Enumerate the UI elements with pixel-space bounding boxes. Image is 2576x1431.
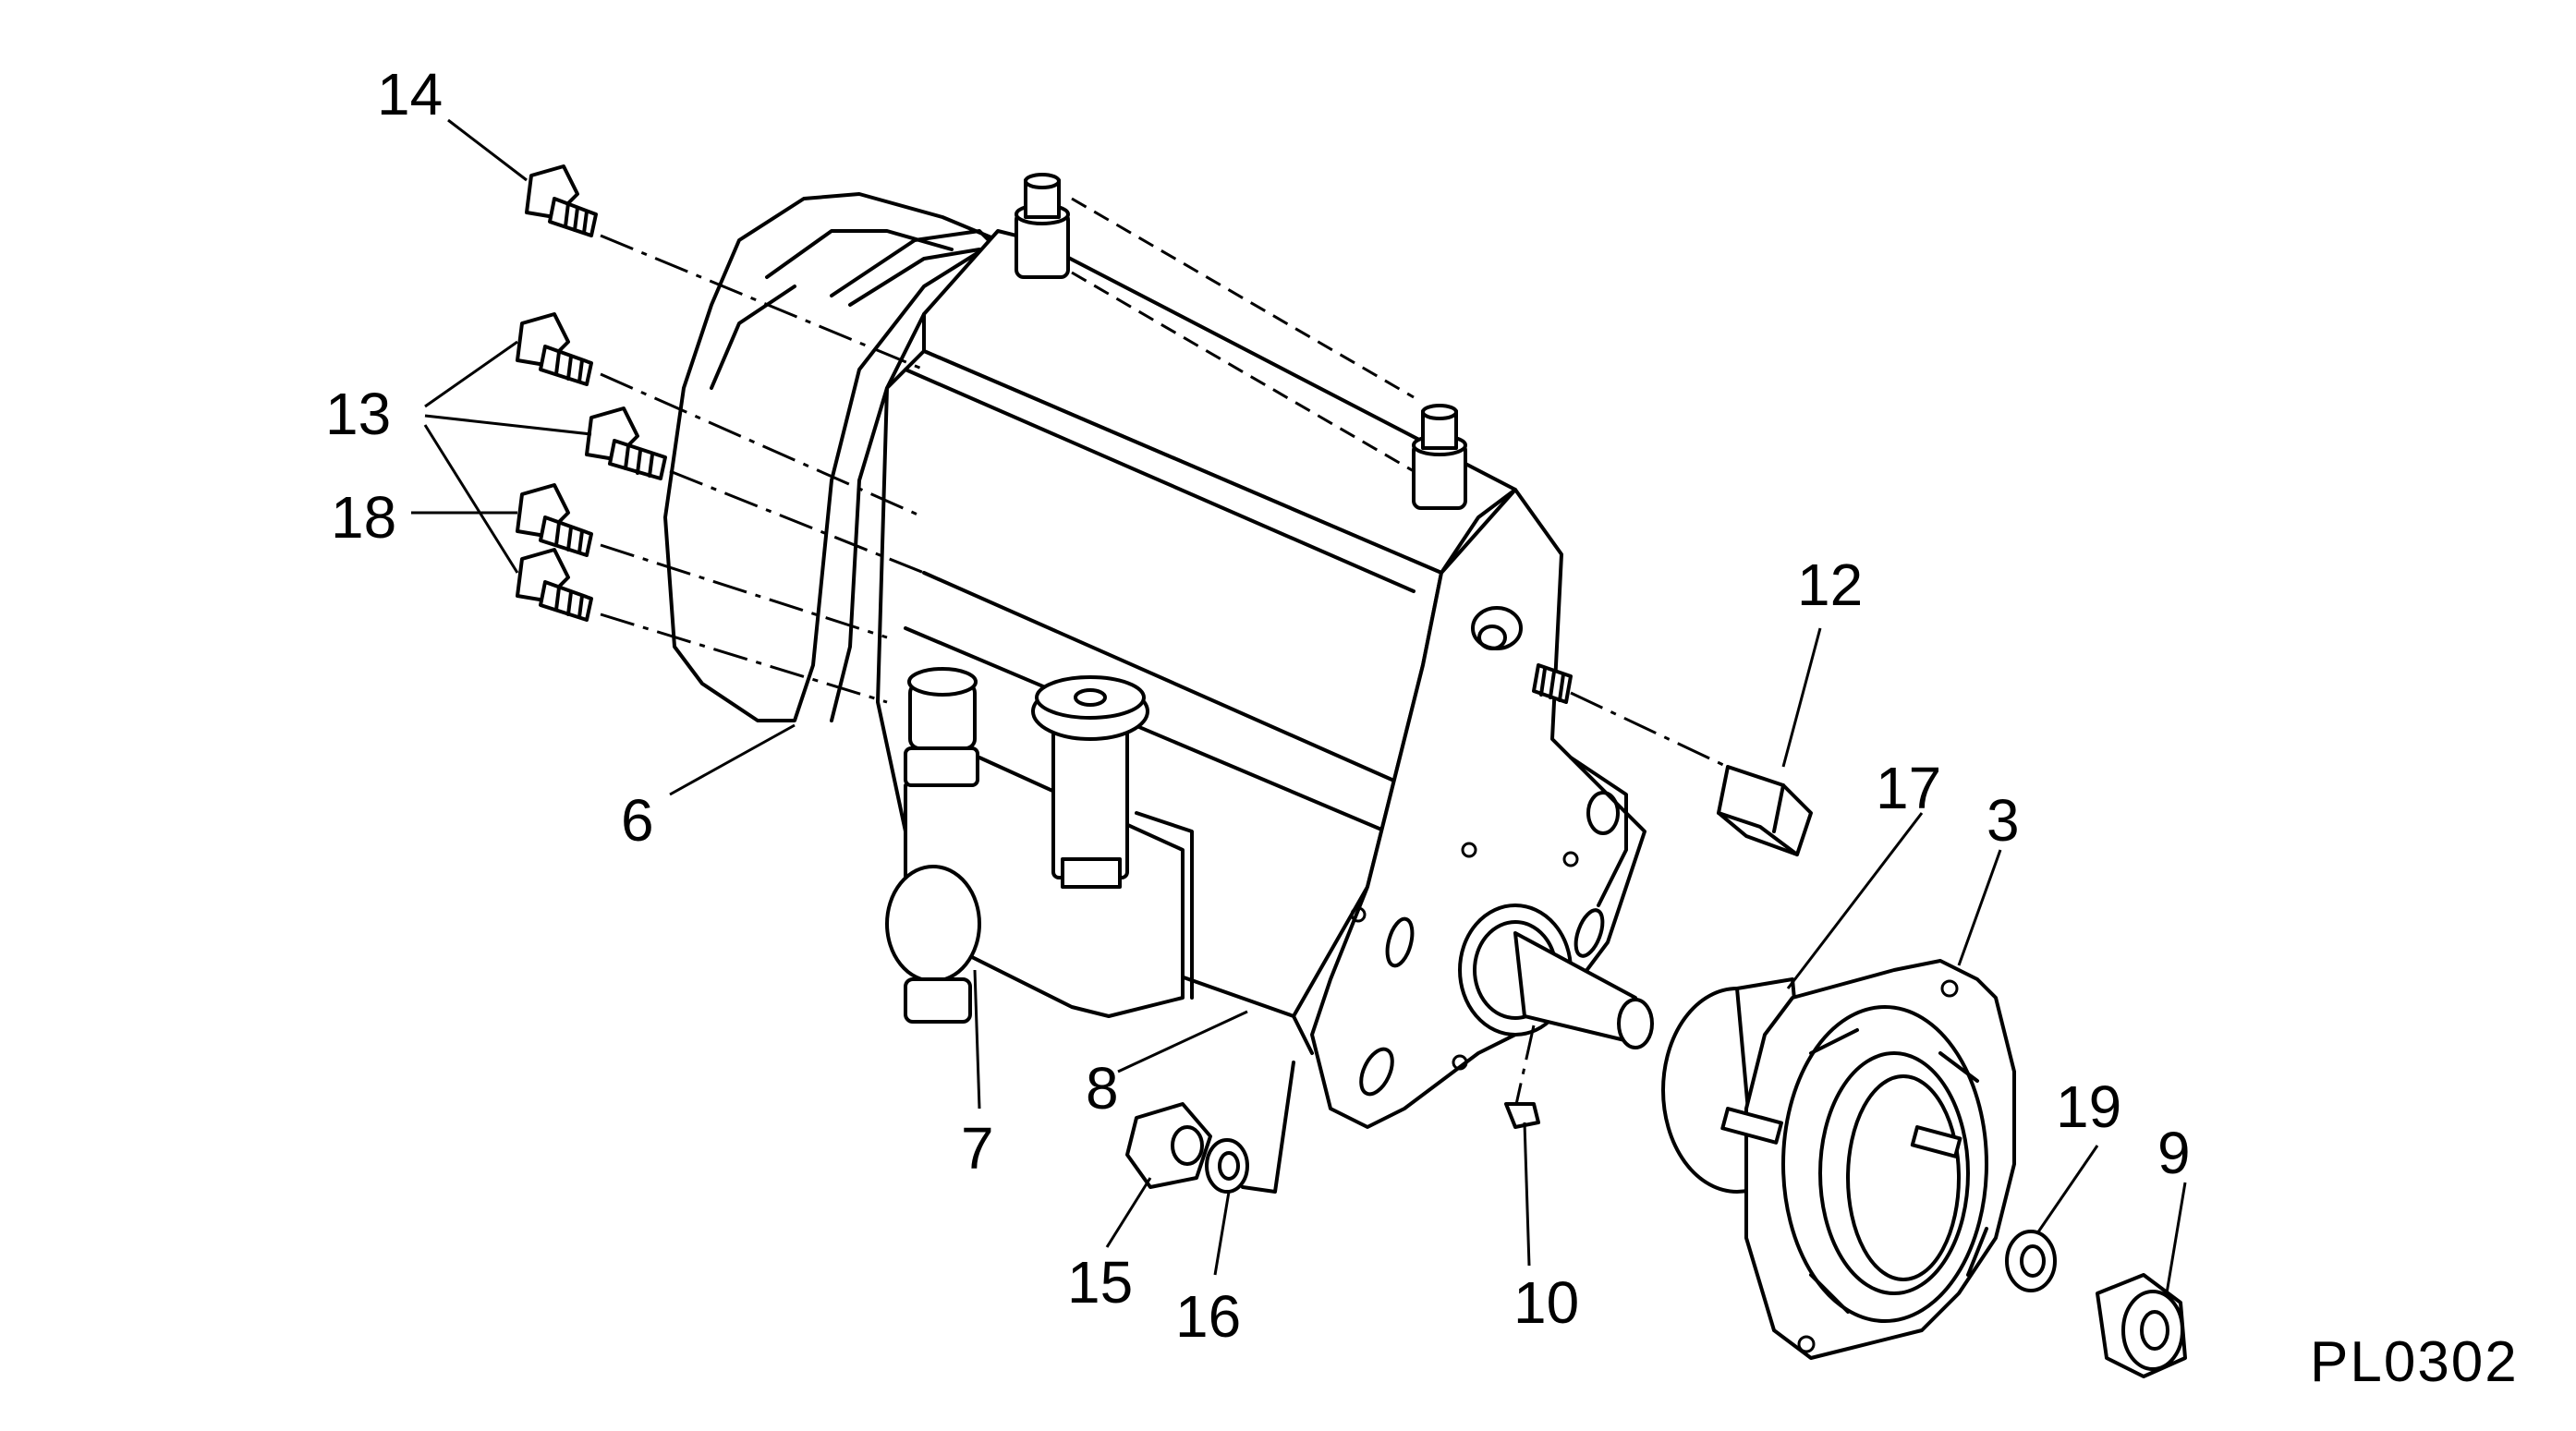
axis-line-12: [1570, 691, 1738, 773]
callout-19: 19: [2056, 1073, 2121, 1140]
pump-body: [663, 173, 1654, 1129]
stud: [1532, 663, 1573, 704]
cap-12: [1717, 765, 1813, 856]
callout-14: 14: [377, 61, 443, 127]
callout-18: 18: [331, 484, 396, 551]
flange-3: [1720, 959, 2016, 1360]
axis-line-10: [1513, 1025, 1536, 1110]
axis-line-13b: [669, 469, 925, 575]
washer-16: [1205, 1138, 1249, 1194]
bracket-line-8: [1241, 1061, 1295, 1194]
callout-8: 8: [1086, 1055, 1119, 1122]
washer-19: [2005, 1230, 2057, 1292]
callout-12: 12: [1797, 552, 1863, 618]
bolt-14: [525, 164, 598, 237]
figure-reference-code: PL0302: [2310, 1330, 2519, 1394]
bolt-18: [516, 483, 593, 557]
bolt-13-c: [516, 548, 593, 622]
bolt-13-b: [585, 406, 667, 480]
nut-15: [1125, 1102, 1212, 1189]
callout-10: 10: [1513, 1269, 1579, 1336]
callout-7: 7: [961, 1115, 994, 1182]
leader-lines: [411, 118, 2187, 1294]
callout-13: 13: [325, 381, 391, 447]
axis-line-18: [600, 543, 888, 639]
callout-6: 6: [621, 787, 654, 854]
key-10: [1504, 1102, 1540, 1129]
axis-line-13c: [600, 612, 888, 704]
callout-15: 15: [1067, 1249, 1133, 1316]
bolt-13-a: [516, 312, 593, 386]
callout-16: 16: [1175, 1283, 1241, 1350]
nut-9: [2096, 1273, 2187, 1378]
callout-3: 3: [1987, 787, 2020, 854]
callout-17: 17: [1876, 755, 1941, 821]
callout-9: 9: [2157, 1120, 2191, 1186]
